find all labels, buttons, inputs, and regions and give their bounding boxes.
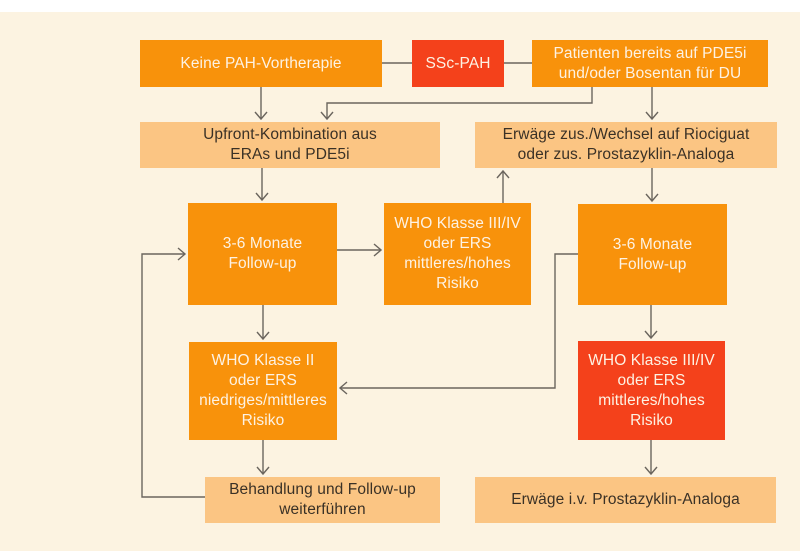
node-followup-right: 3-6 Monate Follow-up bbox=[578, 204, 727, 305]
top-white-strip bbox=[0, 0, 800, 12]
node-who-klasse-2: WHO Klasse II oder ERS niedriges/mittler… bbox=[189, 342, 337, 440]
edge-furight-who2 bbox=[338, 253, 578, 395]
node-keine-pah-vortherapie: Keine PAH-Vortherapie bbox=[140, 40, 382, 87]
node-ssc-pah: SSc-PAH bbox=[412, 40, 504, 87]
node-erwaege-riociguat: Erwäge zus./Wechsel auf Riociguat oder z… bbox=[475, 122, 777, 168]
node-followup-left: 3-6 Monate Follow-up bbox=[188, 203, 337, 305]
node-who-klasse-3-4-mitte: WHO Klasse III/IV oder ERS mittleres/hoh… bbox=[384, 203, 531, 305]
node-erwaege-iv-prostazyklin: Erwäge i.v. Prostazyklin-Analoga bbox=[475, 477, 776, 523]
node-patienten-bereits-auf-pde5i: Patienten bereits auf PDE5i und/oder Bos… bbox=[532, 40, 768, 87]
edge-prior-upfront bbox=[320, 87, 593, 121]
node-upfront-kombination: Upfront-Kombination aus ERAs und PDE5i bbox=[140, 122, 440, 168]
node-who-klasse-3-4-rechts: WHO Klasse III/IV oder ERS mittleres/hoh… bbox=[578, 341, 725, 440]
node-behandlung-weiterfuehren: Behandlung und Follow-up weiterführen bbox=[205, 477, 440, 523]
edge-continue-fuleft-loop bbox=[141, 247, 205, 498]
